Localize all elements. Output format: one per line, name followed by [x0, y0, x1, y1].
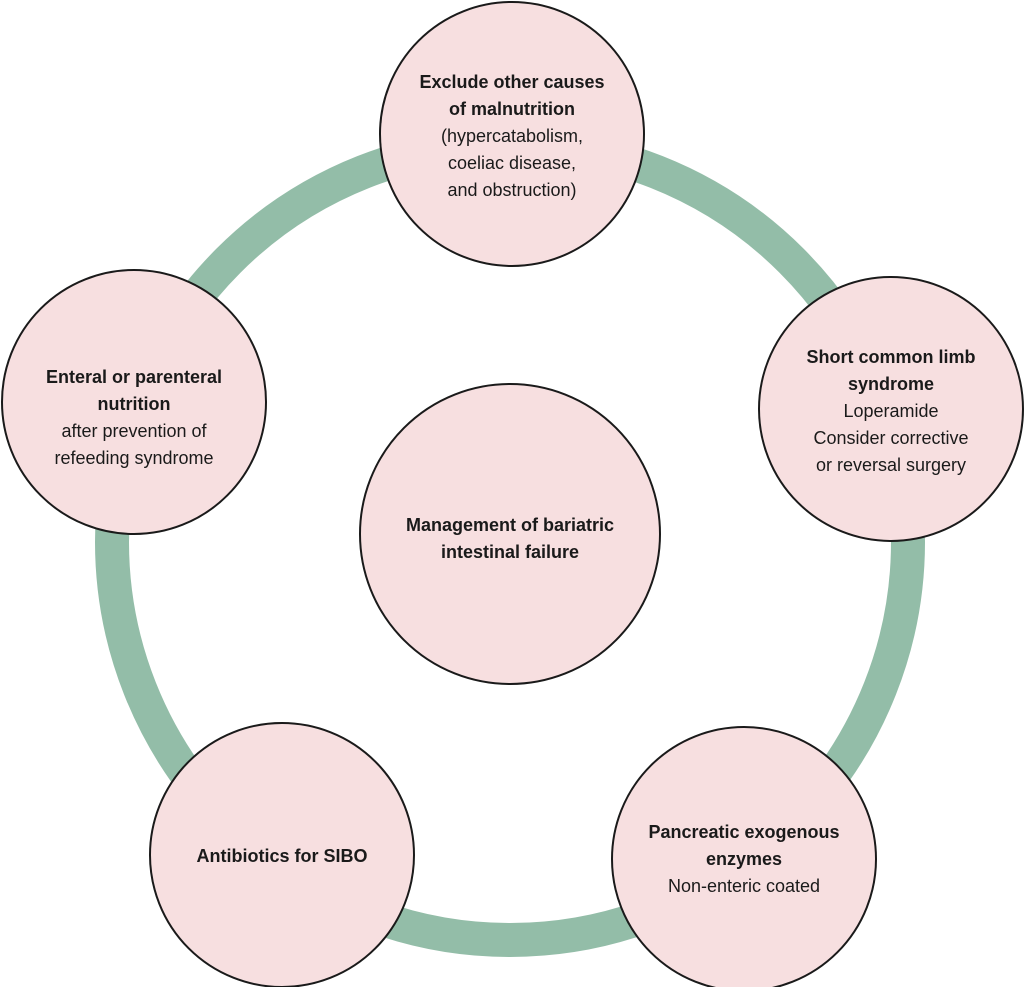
node-heading-line: Management of bariatric — [406, 515, 614, 535]
node-label: Management of bariatric intestinal failur… — [406, 515, 614, 562]
node-label: Antibiotics for SIBO — [197, 846, 368, 866]
node-detail-line: Non-enteric coated — [668, 876, 820, 896]
node-circle — [611, 726, 877, 987]
node-center-management: Management of bariatric intestinal failur… — [359, 383, 661, 685]
node-exclude-causes: Exclude other causes of malnutrition (hype… — [379, 1, 645, 267]
node-heading-line: nutrition — [98, 394, 171, 414]
node-circle — [379, 1, 645, 267]
node-antibiotics: Antibiotics for SIBO — [149, 722, 415, 987]
node-detail-line: refeeding syndrome — [54, 448, 213, 468]
node-heading-line: of malnutrition — [449, 99, 575, 119]
node-label: Enteral or parenteral nutrition after prev… — [46, 367, 222, 468]
node-heading-line: enzymes — [706, 849, 782, 869]
node-heading-line: syndrome — [848, 374, 934, 394]
node-heading-line: Antibiotics for SIBO — [197, 846, 368, 866]
node-detail-line: or reversal surgery — [816, 455, 966, 475]
node-circle — [359, 383, 661, 685]
node-nutrition: Enteral or parenteral nutrition after prev… — [1, 269, 267, 535]
node-heading-line: Enteral or parenteral — [46, 367, 222, 387]
node-circle — [1, 269, 267, 535]
node-detail-line: Consider corrective — [813, 428, 968, 448]
node-label: Exclude other causes of malnutrition (hype… — [419, 72, 604, 200]
node-circle — [758, 276, 1024, 542]
node-heading-line: intestinal failure — [441, 542, 579, 562]
node-heading-line: Short common limb — [806, 347, 975, 367]
node-detail-line: after prevention of — [61, 421, 207, 441]
node-heading-line: Pancreatic exogenous — [648, 822, 839, 842]
node-detail-line: and obstruction) — [447, 180, 576, 200]
node-heading-line: Exclude other causes — [419, 72, 604, 92]
node-detail-line: (hypercatabolism, — [441, 126, 583, 146]
node-detail-line: Loperamide — [843, 401, 938, 421]
node-circle — [149, 722, 415, 987]
node-detail-line: coeliac disease, — [448, 153, 576, 173]
